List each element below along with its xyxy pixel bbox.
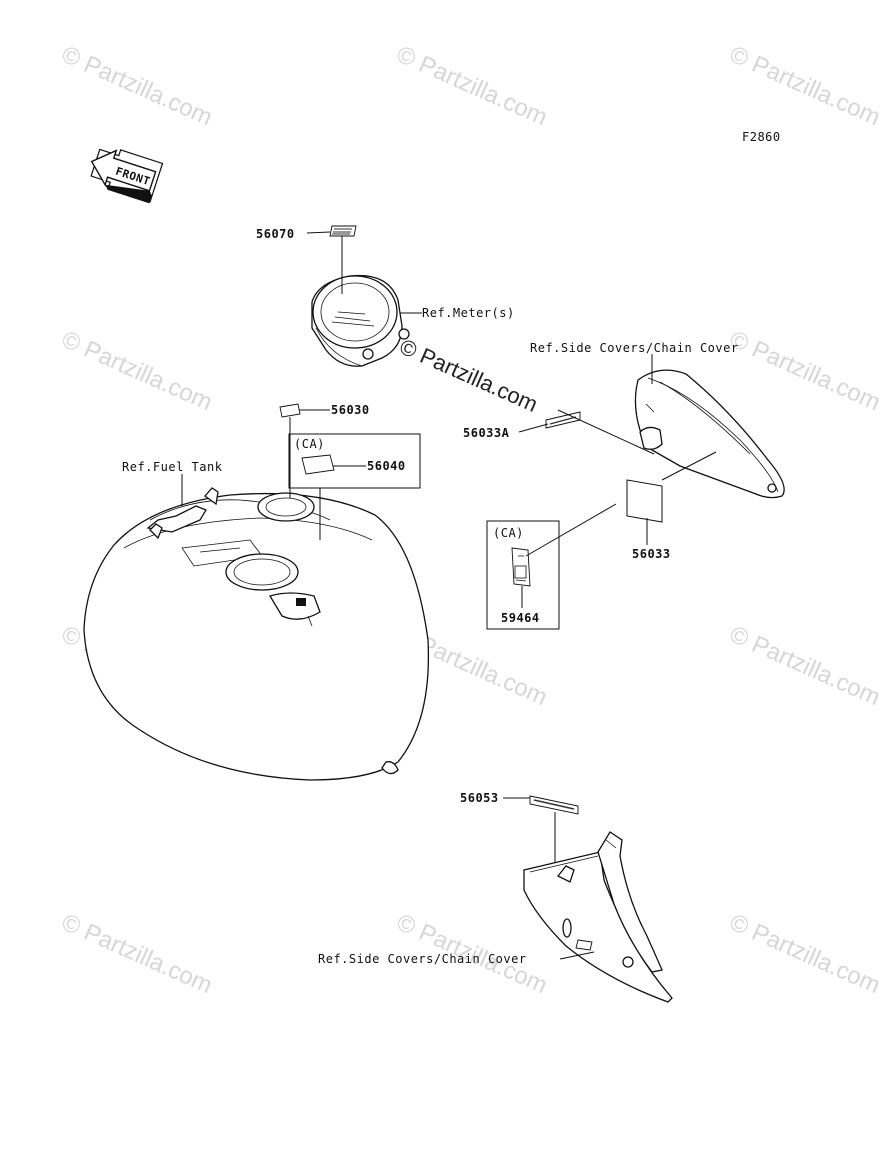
part-number-56040: 56040 [367,459,406,473]
part-56030: 56030 [279,403,370,498]
part-56070: 56070 [256,225,357,294]
ref-meter-label: Ref.Meter(s) [422,306,515,320]
watermark: © Partzilla.com [58,909,217,999]
watermark: © Partzilla.com [58,41,217,131]
part-number-56053: 56053 [460,791,499,805]
watermark: © Partzilla.com [726,909,885,999]
part-56053: 56053 [460,791,579,884]
ref-side-cover-top: Ref.Side Covers/Chain Cover [530,341,739,384]
ref-side-cover-label-bottom: Ref.Side Covers/Chain Cover [318,952,527,966]
ref-fuel-tank: Ref.Fuel Tank [122,460,223,506]
part-56040: (CA) 56040 [288,433,421,540]
ref-side-cover-label-top: Ref.Side Covers/Chain Cover [530,341,739,355]
ref-fuel-tank-label: Ref.Fuel Tank [122,460,223,474]
ca-tag: (CA) [294,437,325,451]
front-arrow-icon: FRONT [90,148,164,204]
chain-cover-drawing [523,831,673,1003]
part-number-56033a: 56033A [463,426,510,440]
part-number-56070: 56070 [256,227,295,241]
watermark: © Partzilla.com [726,621,885,711]
figure-code: F2860 [742,130,781,144]
watermark: © Partzilla.com [58,326,217,416]
meter-drawing [311,274,410,367]
watermark: © Partzilla.com [726,41,885,131]
part-number-59464: 59464 [501,611,540,625]
part-56033a: 56033A [463,409,655,455]
part-59464: (CA) 59464 [486,503,617,630]
ca-tag: (CA) [493,526,524,540]
ref-side-cover-bottom: Ref.Side Covers/Chain Cover [318,951,595,966]
part-number-56030: 56030 [331,403,370,417]
side-cover-drawing [634,369,785,499]
watermark: © Partzilla.com [726,326,885,416]
fuel-tank-drawing [83,487,430,781]
center-watermark: © Partzilla.com [396,334,542,417]
part-56033: 56033 [626,451,717,561]
part-number-56033: 56033 [632,547,671,561]
watermark: © Partzilla.com [393,41,552,131]
